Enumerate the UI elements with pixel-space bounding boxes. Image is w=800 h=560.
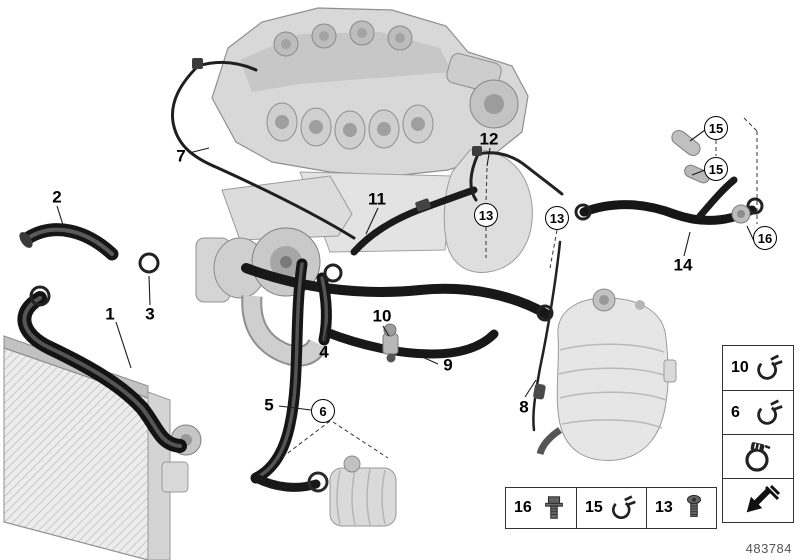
callout-10[interactable]: 10 [372,306,392,326]
legend-item-label: 13 [655,499,673,516]
legend-item-worm-clamp[interactable] [723,434,793,478]
callout-4[interactable]: 4 [319,342,329,362]
coolant-hoses [17,61,757,492]
leader-lines [56,129,755,411]
part-15a [671,129,701,157]
callout-8[interactable]: 8 [519,397,529,417]
sensor-line-8 [532,240,562,432]
expansion-tank [536,288,677,461]
hex-flange-bolt-icon [545,496,563,519]
worm-drive-clamp-icon [745,441,771,472]
callout-15a[interactable]: 15 [704,116,728,140]
callout-14[interactable]: 14 [673,255,693,275]
legend-item-label: 16 [514,499,532,516]
legend-item-6[interactable]: 6 [723,390,793,434]
part-10 [382,333,399,355]
clip-7 [192,58,203,69]
legend-item-label: 10 [731,359,749,376]
legend-item-label: 15 [585,499,603,516]
hose-bottom [251,473,321,492]
callout-5[interactable]: 5 [264,395,274,415]
callout-13b[interactable]: 13 [545,206,569,230]
torx-screw-icon [687,494,701,517]
legend-item-15[interactable]: 15 [576,488,646,528]
legend-item-13[interactable]: 13 [646,488,716,528]
pipe-12b [476,151,564,196]
hose-14-branch [696,176,738,220]
callout-1[interactable]: 1 [105,304,115,324]
hose-main [241,263,551,319]
clip-12 [472,146,482,156]
callout-7[interactable]: 7 [176,146,186,166]
dashed-lines [275,117,758,463]
pipe-12a [469,152,480,202]
spring-clamp-icon [757,399,783,425]
callout-12[interactable]: 12 [479,129,499,149]
callout-13a[interactable]: 13 [474,203,498,227]
hose-9 [321,327,499,359]
legend-item-10[interactable]: 10 [723,346,793,390]
callout-15b[interactable]: 15 [704,157,728,181]
sensor-8 [533,383,546,400]
callout-2[interactable]: 2 [52,187,62,207]
callout-3[interactable]: 3 [145,304,155,324]
clamp-ring-3 [138,252,160,274]
callout-16[interactable]: 16 [753,226,777,250]
legend-item-label: 6 [731,403,740,421]
callout-11[interactable]: 11 [368,189,386,209]
diagram-number: 483784 [745,541,792,556]
legend-bottom-panel: 16 15 13 [505,487,717,529]
vent-pipe-7 [170,64,356,240]
callout-9[interactable]: 9 [443,355,453,375]
hose-14 [579,200,757,225]
heat-exchanger [329,455,397,527]
legend-item-16[interactable]: 16 [506,488,576,528]
connector-11 [415,198,431,212]
legend-item-continuation[interactable] [723,478,793,522]
small-parts [19,58,764,493]
continuation-arrow-icon [746,484,780,512]
legend-side-panel: 10 6 [722,345,794,523]
callout-6[interactable]: 6 [311,399,335,423]
spring-clamp-icon [611,495,636,520]
spring-clamp-icon [757,354,783,380]
